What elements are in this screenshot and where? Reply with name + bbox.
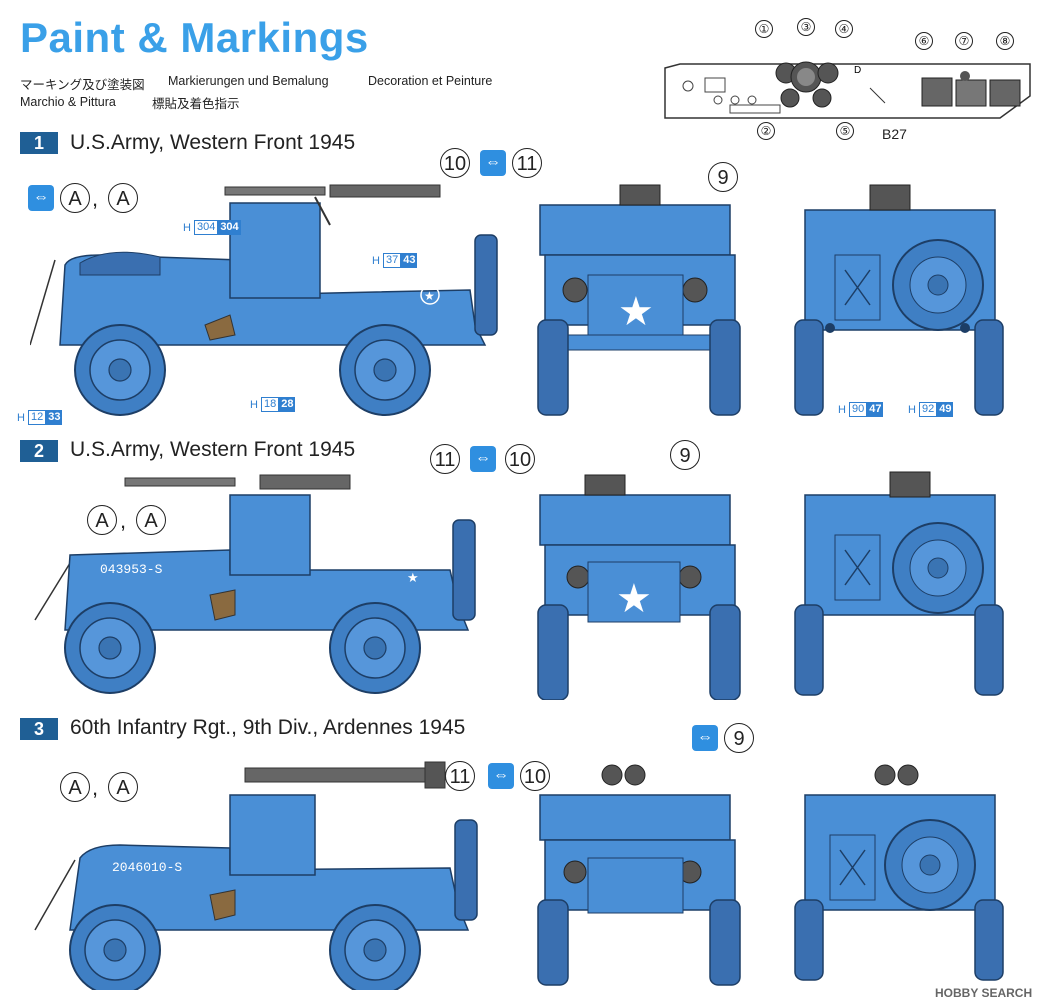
callout-a-right: A [136,505,166,535]
vehicle-number: 2046010-S [112,860,183,875]
section-title-2: U.S.Army, Western Front 1945 [70,438,356,461]
callout-10: 10 [440,148,470,178]
callout-9: 9 [724,723,754,753]
section-badge-1: 1 [20,132,58,154]
callout-a-left: A [87,505,117,535]
swap-icon: ⇔ [28,185,54,211]
subtitle-fr: Decoration et Peinture [368,74,493,88]
section-badge-3: 3 [20,718,58,740]
swap-icon: ⇔ [480,150,506,176]
section-title-3: 60th Infantry Rgt., 9th Div., Ardennes 1… [70,716,466,739]
watermark: HOBBY SEARCH [935,986,1033,1000]
callout-10: 10 [505,444,535,474]
page-title: Paint & Markings [20,14,369,61]
callout-a-right: A [108,772,138,802]
dash-callout-6: ⑥ [915,32,933,50]
subtitle-de: Markierungen und Bemalung [168,74,329,88]
rear-view-2 [794,471,1004,696]
rear-view-3 [794,764,1004,981]
star-icon: ★ [618,290,654,334]
dash-callout-3: ③ [797,18,815,36]
subtitle-cn: 標貼及着色指示 [152,97,240,111]
section-title-1: U.S.Army, Western Front 1945 [70,131,356,154]
callout-a-left: A [60,183,90,213]
dash-callout-4: ④ [835,20,853,38]
side-view-1: ★ [30,184,498,416]
subtitle-it: Marchio & Pittura [20,95,116,109]
side-view-2: ★ [34,474,476,694]
callout-11: 11 [430,444,460,474]
callout-a-left: A [60,772,90,802]
callout-10: 10 [520,761,550,791]
star-icon: ★ [407,570,419,585]
swap-icon: ⇔ [470,446,496,472]
callout-a-right: A [108,183,138,213]
dashboard-letter-d: D [854,65,861,76]
swap-icon: ⇔ [692,725,718,751]
dash-callout-5: ⑤ [836,122,854,140]
comma: , [120,508,127,533]
dash-callout-1: ① [755,20,773,38]
dash-callout-2: ② [757,122,775,140]
dashboard-diagram: D [664,61,1031,119]
front-view-2: ★ [537,474,741,700]
front-view-3 [537,764,741,986]
swap-icon: ⇔ [488,763,514,789]
part-label-b27: B27 [882,126,907,142]
comma: , [92,186,99,211]
front-view-1: ★ [537,184,741,416]
callout-11: 11 [512,148,542,178]
callout-11: 11 [445,761,475,791]
star-icon: ★ [424,289,435,303]
comma: , [92,775,99,800]
subtitle-jp: マーキング及び塗装図 [20,78,145,92]
side-view-3 [34,761,478,990]
dash-callout-8: ⑧ [996,32,1014,50]
section-badge-2: 2 [20,440,58,462]
callout-9: 9 [670,440,700,470]
star-icon: ★ [616,577,652,621]
rear-view-1 [794,184,1004,416]
vehicle-number: 043953-S [100,562,163,577]
dash-callout-7: ⑦ [955,32,973,50]
callout-9: 9 [708,162,738,192]
